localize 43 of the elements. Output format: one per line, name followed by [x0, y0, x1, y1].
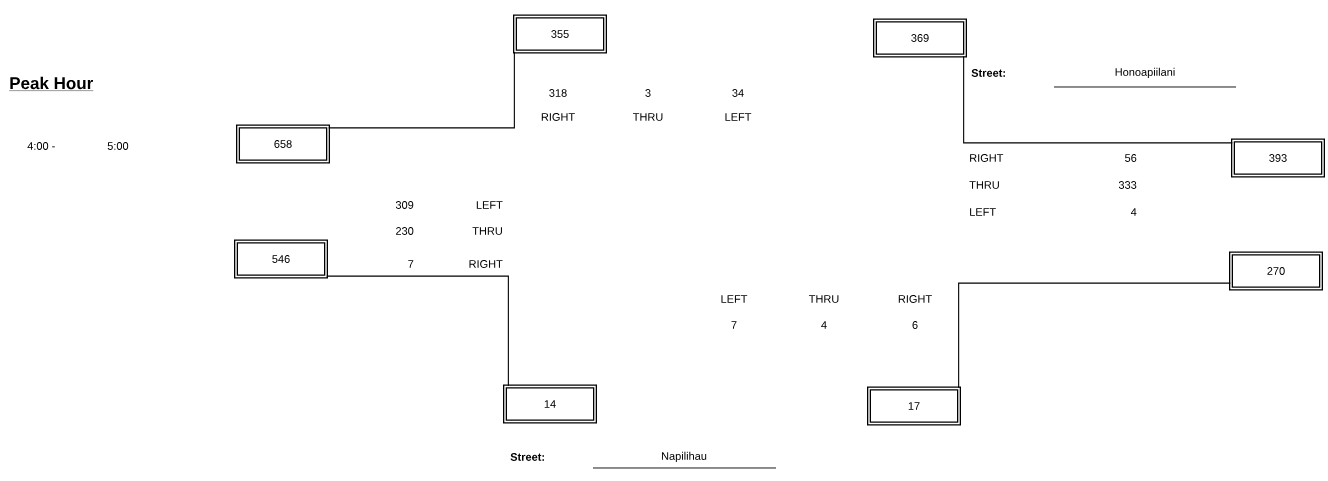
- movement-label: LEFT: [476, 201, 503, 209]
- count-box: 369: [873, 18, 967, 58]
- movement-label: RIGHT: [541, 113, 575, 121]
- movement-label: THRU: [809, 295, 839, 303]
- count-box: 658: [236, 124, 330, 164]
- movement-label: 309: [395, 201, 414, 209]
- movement-label: 4: [821, 321, 827, 329]
- movement-label: 6: [912, 321, 918, 329]
- count-box: 17: [867, 386, 961, 426]
- movement-label: RIGHT: [469, 260, 503, 268]
- movement-label: 5:00: [107, 142, 129, 150]
- movement-label: LEFT: [725, 113, 752, 121]
- movement-label: RIGHT: [898, 295, 932, 303]
- movement-label: 230: [396, 227, 414, 235]
- count-box: 14: [503, 384, 597, 424]
- movement-label: 333: [1118, 181, 1137, 189]
- connector-line: [963, 55, 1233, 144]
- street-label: Street:: [510, 453, 544, 461]
- movement-label: 4:00 -: [27, 142, 55, 150]
- count-box: 355: [513, 14, 607, 54]
- count-box: 546: [234, 239, 328, 279]
- movement-label: 3: [645, 89, 651, 97]
- movement-label: 34: [732, 89, 744, 97]
- street-label: Street:: [971, 69, 1005, 77]
- movement-label: 56: [1125, 154, 1137, 162]
- street-name: Napilihau: [662, 451, 707, 463]
- street-name: Honoapiilani: [1115, 67, 1175, 79]
- movement-label: THRU: [472, 227, 502, 235]
- connector-line: [328, 51, 515, 129]
- count-box: 393: [1231, 138, 1325, 178]
- connector-line: [958, 282, 1231, 389]
- movement-label: LEFT: [970, 208, 996, 216]
- title: Peak Hour: [9, 76, 94, 91]
- movement-label: 4: [1130, 208, 1137, 216]
- movement-label: 7: [731, 321, 737, 329]
- count-box: 270: [1229, 251, 1323, 291]
- movement-label: THRU: [969, 181, 999, 189]
- movement-label: 7: [408, 260, 414, 268]
- movement-label: LEFT: [721, 295, 748, 303]
- movement-label: 318: [549, 89, 567, 97]
- connector-line: [326, 275, 509, 387]
- movement-label: THRU: [633, 113, 663, 121]
- movement-label: RIGHT: [970, 154, 1004, 162]
